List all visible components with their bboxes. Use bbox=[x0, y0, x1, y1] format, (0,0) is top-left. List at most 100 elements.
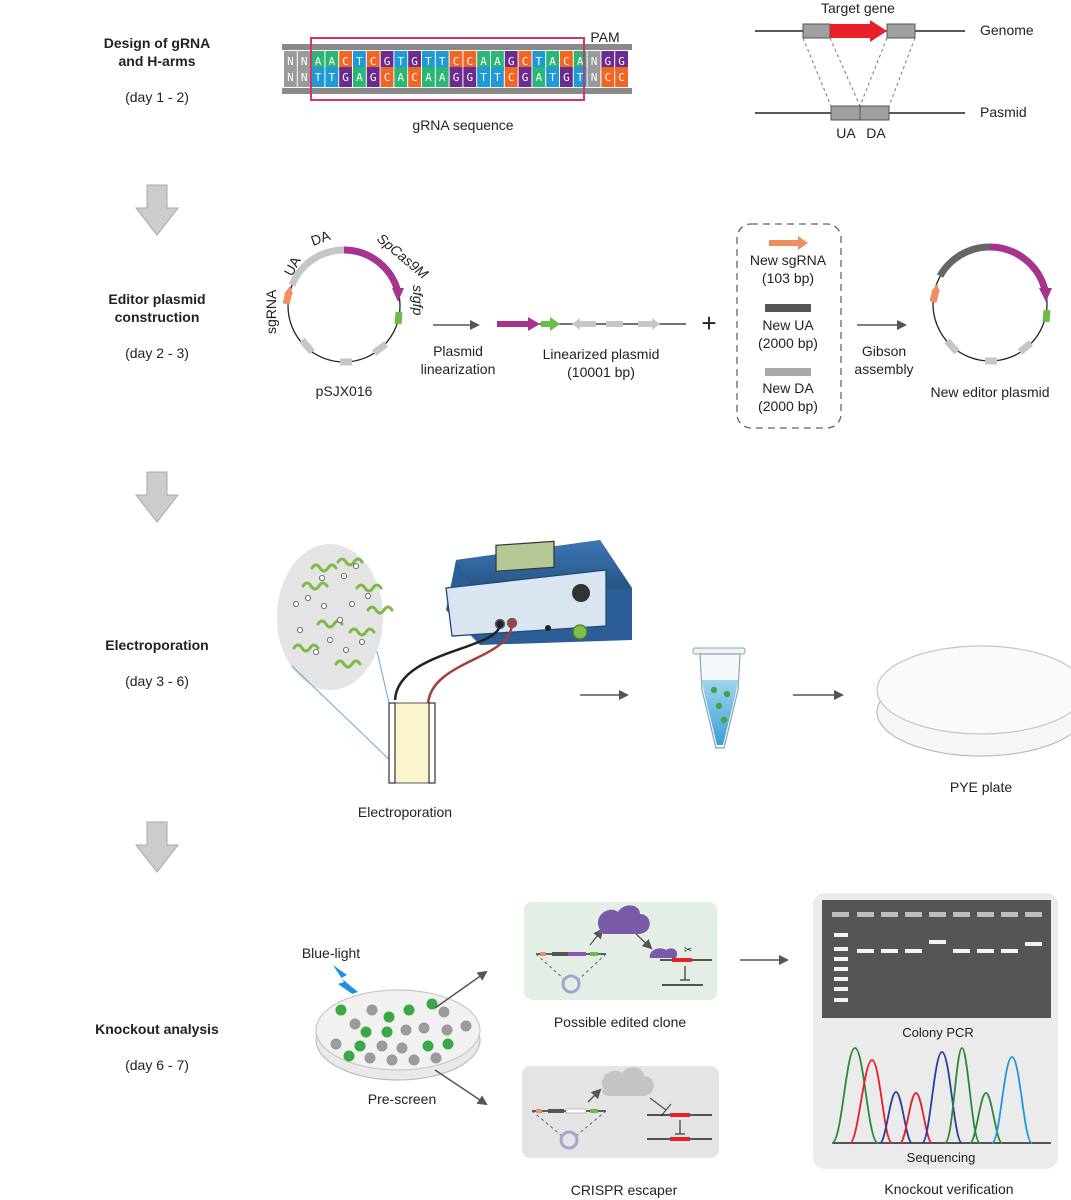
backbone-top bbox=[282, 44, 632, 50]
plus-sign: + bbox=[701, 308, 716, 338]
plasmid-dot bbox=[336, 617, 343, 624]
bottom-base-tile bbox=[422, 67, 435, 87]
top-base-letter: A bbox=[328, 55, 335, 68]
prescreen-label: Pre-screen bbox=[368, 1091, 436, 1107]
bottom-base-tile bbox=[325, 67, 339, 87]
gray-colony bbox=[376, 1040, 388, 1052]
sfgfp-segment bbox=[394, 311, 403, 325]
top-base-tile bbox=[449, 51, 463, 71]
ladder-band bbox=[834, 933, 848, 937]
bottom-base-letter: C bbox=[604, 71, 611, 84]
plasmid-ring bbox=[561, 974, 581, 994]
top-base-letter: C bbox=[453, 55, 460, 68]
bottom-base-tile bbox=[284, 67, 297, 87]
green-colony bbox=[422, 1040, 434, 1052]
top-base-letter: A bbox=[494, 55, 501, 68]
ladder-band bbox=[834, 998, 848, 1002]
gray-colony bbox=[408, 1054, 420, 1066]
plasmid-dot bbox=[296, 627, 303, 634]
sample-band bbox=[881, 949, 898, 953]
bottom-base-letter: T bbox=[315, 71, 322, 84]
plasmid-dot bbox=[320, 603, 327, 610]
bottom-base-tile bbox=[463, 67, 477, 87]
inhibition-line bbox=[649, 1097, 667, 1111]
bottom-base-tile bbox=[366, 67, 380, 87]
bottom-base-letter: G bbox=[563, 71, 570, 84]
gray-colony bbox=[430, 1052, 442, 1064]
lightning-icon bbox=[333, 965, 373, 1006]
target-segment bbox=[670, 1113, 690, 1117]
top-base-letter: G bbox=[604, 55, 611, 68]
step-days: (day 1 - 2) bbox=[125, 89, 189, 105]
sgrna-feature bbox=[540, 952, 546, 956]
top-base-letter: N bbox=[591, 55, 598, 68]
da-label: DA bbox=[309, 227, 333, 249]
ua-feature bbox=[552, 952, 568, 956]
bottom-base-letter: T bbox=[549, 71, 556, 84]
bottom-base-tile bbox=[297, 67, 311, 87]
top-base-tile bbox=[560, 51, 573, 71]
gel-bands bbox=[832, 912, 1042, 1002]
eppendorf-tube bbox=[692, 647, 746, 749]
new-ua-label: New UA bbox=[762, 317, 814, 333]
backbone-feature bbox=[1017, 340, 1034, 355]
plasmid-dot bbox=[358, 639, 365, 646]
top-base-letter: N bbox=[301, 55, 308, 68]
trace-peak bbox=[944, 1047, 981, 1144]
bottom-base-tile bbox=[601, 67, 615, 87]
trace-peak bbox=[831, 1047, 879, 1144]
device-front-panel bbox=[445, 569, 607, 637]
sgrna-arrowhead bbox=[931, 284, 940, 292]
top-base-letter: A bbox=[577, 55, 584, 68]
bottom-base-tile bbox=[546, 67, 559, 87]
backbone-feature bbox=[371, 341, 389, 356]
gray-colony bbox=[441, 1024, 453, 1036]
top-base-letter: G bbox=[618, 55, 625, 68]
ladder-band bbox=[834, 967, 848, 971]
bottom-base-letter: G bbox=[453, 71, 460, 84]
step-title: Electroporation bbox=[105, 637, 208, 653]
backbone-feature bbox=[572, 318, 596, 330]
plasmid-dots bbox=[292, 563, 371, 656]
bottom-base-letter: N bbox=[287, 71, 294, 84]
top-base-tile bbox=[463, 51, 477, 71]
top-base-letter: C bbox=[466, 55, 473, 68]
process-arrow bbox=[587, 1088, 602, 1103]
step-title: construction bbox=[115, 309, 200, 325]
sample-band bbox=[1025, 942, 1042, 946]
linearization-label: Plasmid bbox=[433, 343, 483, 359]
bottom-base-tile bbox=[560, 67, 573, 87]
cas9-segment bbox=[497, 317, 540, 331]
plasmid-dot bbox=[326, 637, 333, 644]
plasmid-dot bbox=[348, 601, 355, 608]
plate-top bbox=[315, 989, 481, 1071]
new-ua-bar bbox=[765, 304, 811, 312]
zoom-line bbox=[291, 665, 399, 769]
ua-feature bbox=[548, 1109, 564, 1113]
gel-well bbox=[953, 912, 970, 917]
gel-image bbox=[822, 900, 1051, 1018]
tube-cap bbox=[692, 647, 746, 655]
ladder-band bbox=[834, 947, 848, 951]
bottom-base-letter: A bbox=[397, 71, 404, 84]
bacterium-icon bbox=[301, 581, 329, 591]
top-base-letter: G bbox=[508, 55, 515, 68]
cas9-arrowhead bbox=[1039, 288, 1052, 302]
top-base-tile bbox=[615, 51, 628, 71]
sample-band bbox=[905, 949, 922, 953]
cell-zoom-ellipse bbox=[277, 544, 404, 769]
fragments-dashed-box bbox=[736, 223, 842, 429]
gel-well bbox=[977, 912, 994, 917]
sfgfp-label: sfgfp bbox=[410, 285, 426, 316]
ladder-band bbox=[834, 987, 848, 991]
new-ua-size: (2000 bp) bbox=[758, 335, 818, 351]
sgrna-label: sgRNA bbox=[263, 289, 279, 334]
new-sgrna-size: (103 bp) bbox=[762, 270, 814, 286]
dashed-line bbox=[829, 37, 861, 107]
top-base-tile bbox=[394, 51, 408, 71]
sgrna-arrowhead bbox=[284, 286, 293, 294]
gray-colony bbox=[364, 1052, 376, 1064]
gray-colony bbox=[438, 1006, 450, 1018]
sample-band bbox=[929, 940, 946, 944]
